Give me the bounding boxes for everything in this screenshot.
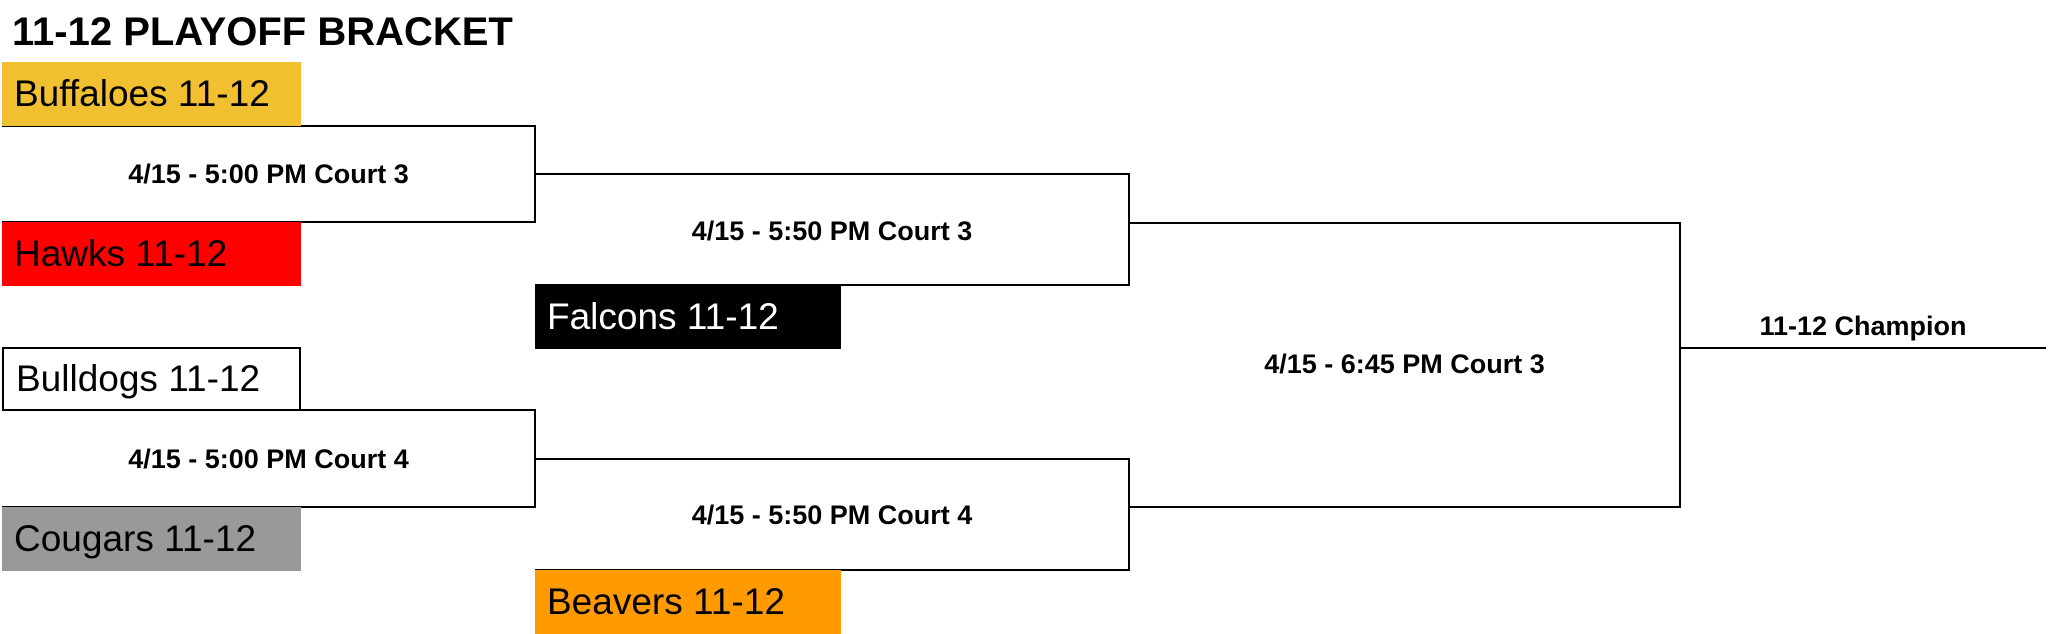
team-slot-bulldogs: Bulldogs 11-12 <box>2 347 301 411</box>
game-label-r2-bottom: 4/15 - 5:50 PM Court 4 <box>691 500 973 530</box>
bracket-title: 11-12 PLAYOFF BRACKET <box>12 10 513 54</box>
game-label-final: 4/15 - 6:45 PM Court 3 <box>1264 349 1545 379</box>
team-slot-buffaloes: Buffaloes 11-12 <box>2 62 301 126</box>
game-label-r2-top: 4/15 - 5:50 PM Court 3 <box>691 216 973 246</box>
team-slot-beavers: Beavers 11-12 <box>535 570 841 634</box>
game-label-r1-bottom: 4/15 - 5:00 PM Court 4 <box>128 444 409 474</box>
team-slot-falcons: Falcons 11-12 <box>535 285 841 349</box>
bracket-line-final <box>1129 222 1681 508</box>
champion-label: 11-12 Champion <box>1759 311 1967 341</box>
team-slot-hawks: Hawks 11-12 <box>2 222 301 286</box>
game-label-r1-top: 4/15 - 5:00 PM Court 3 <box>128 159 409 189</box>
team-slot-cougars: Cougars 11-12 <box>2 507 301 571</box>
